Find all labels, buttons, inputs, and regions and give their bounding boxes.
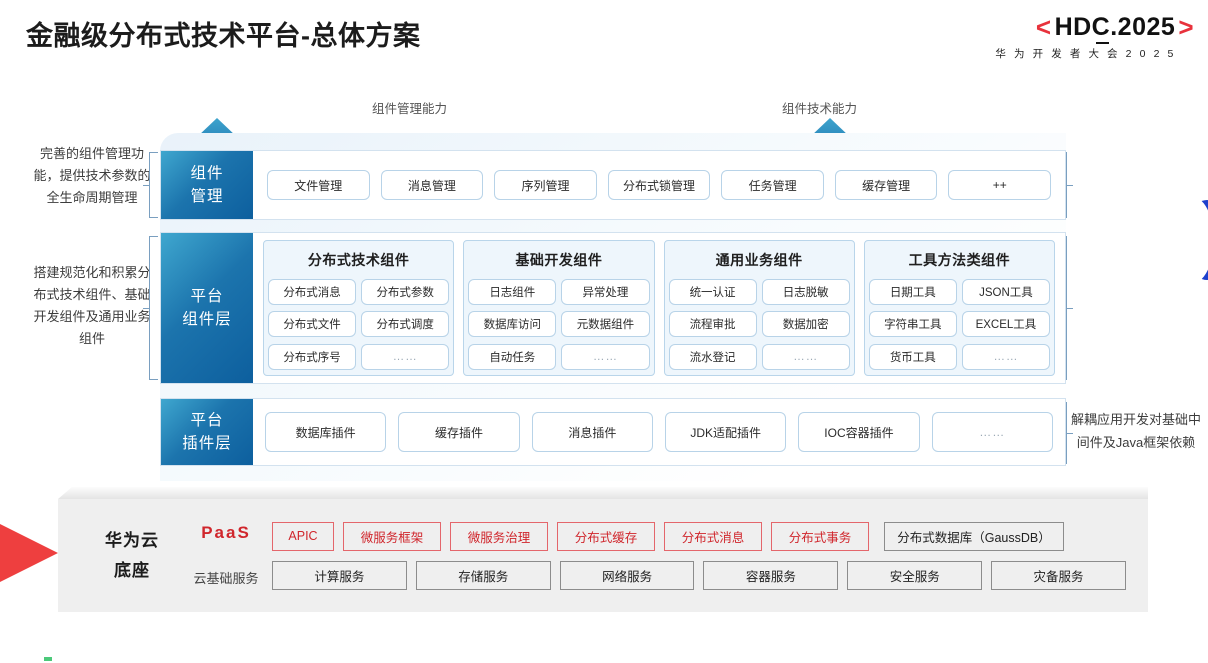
component-group-2: 通用业务组件统一认证日志脱敏流程审批数据加密流水登记…… (663, 240, 855, 376)
component-management-item-1[interactable]: 消息管理 (380, 170, 484, 200)
component-management-item-3[interactable]: 分布式锁管理 (607, 170, 711, 200)
paas-label: PaaS (201, 522, 251, 542)
component-item-2-5[interactable]: …… (761, 343, 850, 370)
logo-bracket-right-icon: > (1178, 12, 1194, 42)
plugin-item-0[interactable]: 数据库插件 (265, 412, 387, 452)
bracket-left-row2 (143, 236, 158, 380)
layer-body-platform-plugin: 数据库插件缓存插件消息插件 JDK适配插件 IOC容器插件 …… (253, 399, 1065, 465)
component-item-0-3[interactable]: 分布式调度 (361, 311, 450, 338)
component-group-1: 基础开发组件日志组件异常处理数据库访问元数据组件自动任务…… (463, 240, 655, 376)
side-caption-middle: 搭建规范化和积累分布式技术组件、基础开发组件及通用业务组件 (33, 265, 151, 346)
component-management-item-5[interactable]: 缓存管理 (834, 170, 938, 200)
component-item-2-3[interactable]: 数据加密 (761, 311, 850, 338)
component-item-3-1[interactable]: JSON工具 (961, 279, 1050, 305)
component-item-1-1[interactable]: 异常处理 (561, 279, 650, 305)
page-title: 金融级分布式技术平台-总体方案 (26, 21, 421, 51)
component-item-0-2[interactable]: 分布式文件 (268, 311, 357, 338)
cloud-service-2[interactable]: 网络服务 (559, 560, 695, 590)
logo-text: HDC.2025 (1054, 13, 1176, 44)
side-caption-top: 完善的组件管理功能，提供技术参数的全生命周期管理 (33, 146, 151, 205)
side-caption-right: 解耦应用开发对基础中间件及Java框架依赖 (1070, 412, 1201, 450)
plugin-item-5[interactable]: …… (931, 412, 1053, 452)
plugin-item-1[interactable]: 缓存插件 (398, 412, 520, 452)
foundation-bevel (58, 487, 1148, 499)
hdc-logo-subtitle: 华 为 开 发 者 大 会 2 0 2 5 (995, 48, 1176, 60)
component-item-2-2[interactable]: 流程审批 (668, 311, 757, 338)
cloud-service-3[interactable]: 容器服务 (703, 560, 839, 590)
layer-component-management: 组件 管理 文件管理消息管理序列管理分布式锁管理任务管理缓存管理 ++ (160, 150, 1066, 220)
cloud-service-0[interactable]: 计算服务 (272, 560, 407, 590)
logo-bracket-left-icon: < (1035, 12, 1052, 42)
component-group-grid: 统一认证日志脱敏流程审批数据加密流水登记…… (668, 279, 850, 371)
component-group-grid: 分布式消息分布式参数分布式文件分布式调度分布式序号…… (268, 279, 450, 371)
component-group-title: 通用业务组件 (715, 252, 803, 268)
component-management-item-6[interactable]: ++ (948, 170, 1052, 200)
component-group-0: 分布式技术组件分布式消息分布式参数分布式文件分布式调度分布式序号…… (263, 240, 455, 376)
cloud-base-label: 云基础服务 (193, 570, 259, 586)
component-item-3-4[interactable]: 货币工具 (868, 343, 957, 370)
component-management-item-0[interactable]: 文件管理 (267, 170, 370, 200)
plugin-item-2[interactable]: 消息插件 (531, 412, 653, 452)
layer-body-component-management: 文件管理消息管理序列管理分布式锁管理任务管理缓存管理 ++ (253, 151, 1065, 219)
cloud-service-4[interactable]: 安全服务 (847, 560, 983, 590)
plugin-item-4[interactable]: IOC容器插件 (798, 412, 920, 452)
cloud-service-1[interactable]: 存储服务 (415, 560, 551, 590)
paas-service-row: APIC 微服务框架微服务治理分布式缓存分布式消息分布式事务分布式数据库（Gaus… (272, 521, 1126, 551)
component-item-0-5[interactable]: …… (361, 343, 450, 370)
arrow-label-left: 组件管理能力 (372, 102, 448, 116)
decor-red-arrow (0, 505, 58, 601)
component-item-1-4[interactable]: 自动任务 (468, 343, 557, 370)
component-item-3-0[interactable]: 日期工具 (868, 279, 957, 305)
component-group-title: 分布式技术组件 (307, 252, 410, 268)
paas-service-1[interactable]: 微服务框架 (343, 521, 441, 551)
paas-service-3[interactable]: 分布式缓存 (557, 521, 655, 551)
component-item-0-0[interactable]: 分布式消息 (268, 279, 357, 305)
component-item-3-3[interactable]: EXCEL工具 (961, 311, 1050, 338)
component-item-3-2[interactable]: 字符串工具 (868, 311, 957, 338)
component-group-title: 工具方法类组件 (908, 252, 1011, 268)
foundation-labels: PaaS 云基础服务 (180, 515, 272, 597)
layer-platform-component: 平台 组件层 分布式技术组件分布式消息分布式参数分布式文件分布式调度分布式序号…… (160, 232, 1066, 384)
hdc-logo-main: < HDC.2025 > (944, 12, 1194, 44)
component-item-3-5[interactable]: …… (961, 343, 1050, 370)
component-management-item-4[interactable]: 任务管理 (721, 170, 824, 200)
component-item-1-5[interactable]: …… (561, 343, 650, 370)
component-item-1-2[interactable]: 数据库访问 (468, 311, 557, 338)
component-item-0-4[interactable]: 分布式序号 (268, 343, 357, 370)
plugin-item-3[interactable]: JDK适配插件 (664, 412, 787, 452)
paas-service-0[interactable]: APIC (272, 521, 334, 551)
layer-head-platform-plugin: 平台 插件层 (161, 399, 253, 465)
layer-head-component-management: 组件 管理 (161, 151, 253, 219)
component-management-item-2[interactable]: 序列管理 (494, 170, 597, 200)
layer-head-line: 平台 插件层 (182, 412, 232, 452)
arrow-label-right: 组件技术能力 (782, 102, 858, 116)
hdc-logo: < HDC.2025 > 华 为 开 发 者 大 会 2 0 2 5 (944, 12, 1194, 61)
component-item-2-0[interactable]: 统一认证 (668, 279, 757, 305)
layer-head-line: 平台 组件层 (182, 288, 232, 328)
layer-platform-plugin: 平台 插件层 数据库插件缓存插件消息插件 JDK适配插件 IOC容器插件 …… (160, 398, 1066, 466)
decor-blue-crescent-mask (1168, 196, 1208, 284)
component-item-2-4[interactable]: 流水登记 (668, 343, 757, 370)
paas-service-4[interactable]: 分布式消息 (664, 521, 762, 551)
layer-head-platform-component: 平台 组件层 (161, 233, 253, 383)
component-item-0-1[interactable]: 分布式参数 (361, 279, 450, 305)
layer-head-line: 组件 管理 (190, 165, 224, 205)
cloud-service-5[interactable]: 灾备服务 (991, 560, 1126, 590)
component-item-1-3[interactable]: 元数据组件 (561, 311, 650, 338)
paas-service-2[interactable]: 微服务治理 (450, 521, 548, 551)
paas-service-5[interactable]: 分布式事务 (771, 521, 869, 551)
cloud-service-row: 计算服务存储服务网络服务容器服务安全服务灾备服务 (272, 560, 1126, 590)
component-item-1-0[interactable]: 日志组件 (468, 279, 557, 305)
component-group-title: 基础开发组件 (515, 252, 603, 268)
layer-body-platform-component: 分布式技术组件分布式消息分布式参数分布式文件分布式调度分布式序号……基础开发组件… (253, 233, 1065, 383)
component-group-grid: 日志组件异常处理数据库访问元数据组件自动任务…… (468, 279, 650, 371)
component-item-2-1[interactable]: 日志脱敏 (761, 279, 850, 305)
foundation-brand: 华为云 底座 (105, 530, 159, 580)
paas-service-6[interactable]: 分布式数据库（GaussDB） (884, 521, 1064, 551)
decor-green-mark (44, 657, 52, 661)
bracket-left-row1 (143, 152, 158, 218)
